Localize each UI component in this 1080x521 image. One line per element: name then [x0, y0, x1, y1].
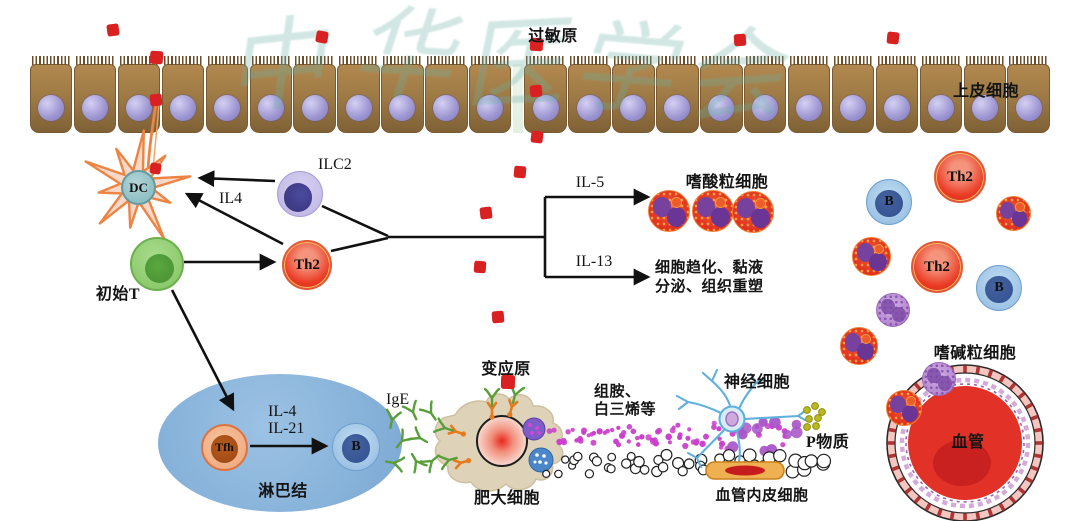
epithelial-cell: [875, 56, 919, 133]
label-histamine-2: 白三烯等: [594, 402, 657, 418]
tfh-cell: Tfh: [201, 424, 248, 471]
th2-cell: Th2: [282, 240, 332, 290]
label-substance-p: P物质: [806, 434, 850, 451]
label-il13: IL-13: [575, 253, 613, 270]
eosinophil-cell: [996, 196, 1031, 231]
label-mast-cell: 肥大细胞: [473, 490, 541, 507]
epithelial-cell: [568, 56, 611, 133]
label-basophil: 嗜碱粒细胞: [933, 345, 1017, 362]
basophil-cell: [876, 293, 910, 327]
epithelial-cell: [1007, 56, 1050, 133]
label-il13-effect-1: 细胞趋化、黏液: [655, 260, 764, 276]
b-cell: B: [866, 179, 912, 225]
epithelial-cell: [919, 56, 963, 133]
basophil-cell: [922, 362, 956, 396]
epithelial-cell: [744, 56, 787, 133]
label-ige: IgE: [386, 391, 410, 408]
epithelial-cell: [700, 56, 743, 133]
label-vessel: 血管: [951, 434, 985, 451]
label-epithelium: 上皮细胞: [952, 83, 1020, 100]
epithelial-cell: [337, 56, 380, 133]
nerve-cell: [675, 368, 807, 469]
mast-cell: [418, 383, 564, 492]
epithelium-gap: [512, 64, 523, 133]
allergen-particle: [106, 23, 120, 37]
label-allergen-top: 过敏原: [528, 28, 578, 45]
eosinophil-cell: [648, 190, 690, 232]
epithelium-layer: [30, 56, 1050, 133]
eosinophil-cell: [692, 190, 734, 232]
label-il21: IL-21: [268, 420, 305, 437]
label-naive-t: 初始T: [95, 286, 141, 303]
allergen-particle: [149, 50, 163, 64]
endothelial-cell: [705, 461, 785, 480]
allergen-particle: [733, 33, 747, 47]
epithelial-cell: [161, 56, 205, 133]
label-il5: IL-5: [575, 174, 605, 191]
label-allergen-mast: 变应原: [481, 361, 531, 378]
epithelial-cell: [963, 56, 1006, 133]
degranulation-bubbles: [542, 448, 832, 480]
label-nerve-cell: 神经细胞: [723, 374, 791, 391]
b-cell: B: [976, 265, 1022, 311]
allergen-particle: [315, 30, 329, 44]
eosinophil-cell: [732, 191, 774, 233]
histamine-spray: [546, 416, 803, 457]
epithelial-cell: [73, 56, 117, 133]
allergen-particle: [473, 260, 487, 274]
allergen-particle: [479, 206, 493, 220]
allergen-particle: [513, 165, 527, 179]
allergen-particle: [491, 310, 505, 324]
epithelial-cell: [612, 56, 655, 133]
label-histamine-1: 组胺、: [594, 384, 641, 400]
allergen-particle: [148, 161, 162, 175]
th2-cell: Th2: [911, 241, 963, 293]
label-lymph-node: 淋巴结: [258, 483, 308, 500]
pathway-arrows: [170, 170, 651, 455]
allergen-particle: [530, 130, 544, 144]
epithelial-cell: [30, 56, 73, 133]
blood-vessel: [886, 364, 1044, 521]
label-ilc2: ILC2: [318, 156, 352, 173]
b-cell: B: [332, 423, 380, 471]
eosinophil-cell: [886, 390, 922, 426]
allergen-particle: [149, 93, 163, 107]
epithelial-cell: [787, 56, 831, 133]
th2-cell: Th2: [934, 151, 986, 203]
epithelial-cell: [524, 56, 567, 133]
eosinophil-cell: [852, 237, 891, 276]
substance-p-dots: [803, 402, 826, 431]
eosinophil-cell: [840, 327, 878, 365]
epithelial-cell: [293, 56, 336, 133]
naive-t-cell: [130, 237, 184, 291]
label-endothelial: 血管内皮细胞: [715, 488, 809, 504]
label-eosinophil: 嗜酸粒细胞: [685, 174, 769, 191]
epithelial-cell: [381, 56, 424, 133]
allergen-particle: [886, 31, 900, 45]
epithelial-cell: [249, 56, 292, 133]
dc-nucleus: DC: [121, 170, 156, 205]
epithelial-cell: [205, 56, 249, 133]
label-il4: IL4: [219, 190, 243, 207]
epithelial-cell: [656, 56, 699, 133]
label-il13-effect-2: 分泌、组织重塑: [655, 279, 764, 295]
ilc2-cell: [277, 171, 323, 217]
epithelial-cell: [469, 56, 512, 133]
epithelial-cell: [425, 56, 468, 133]
allergen-particle: [529, 84, 543, 98]
epithelial-cell: [831, 56, 875, 133]
label-il4b: IL-4: [268, 403, 297, 420]
